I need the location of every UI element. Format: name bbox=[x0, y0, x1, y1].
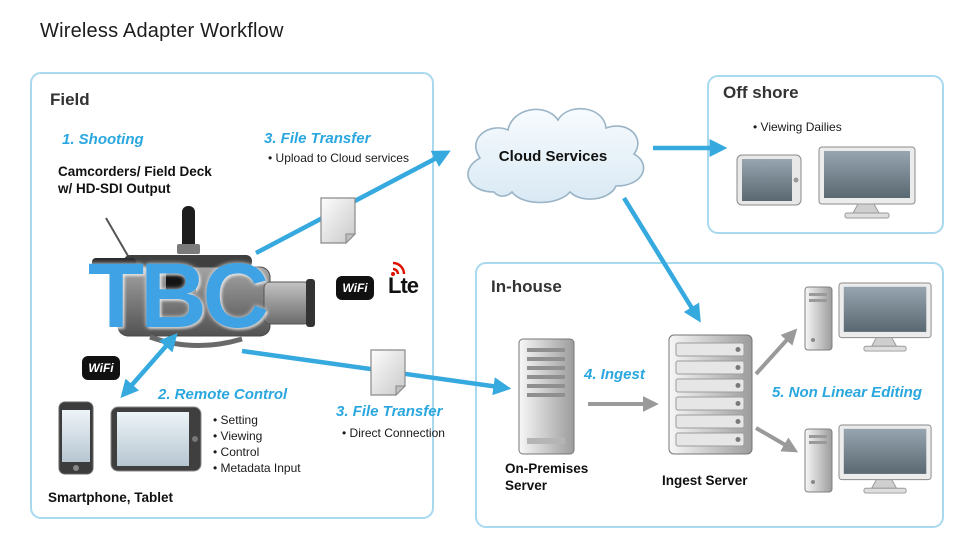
step-nle: 5. Non Linear Editing bbox=[772, 384, 923, 401]
document-icon-direct bbox=[368, 348, 408, 396]
remote-bullet-viewing: Viewing bbox=[213, 428, 301, 444]
offshore-tablet-icon bbox=[736, 154, 802, 206]
remote-bullet-metadata: Metadata Input bbox=[213, 460, 301, 476]
offshore-label: Off shore bbox=[723, 83, 799, 102]
on-premises-caption-line2: Server bbox=[505, 478, 548, 493]
lte-label: Lte bbox=[388, 273, 419, 298]
file-transfer-direct-bullet: Direct Connection bbox=[342, 426, 445, 440]
devices-caption: Smartphone, Tablet bbox=[48, 490, 174, 505]
step-shooting: 1. Shooting bbox=[62, 131, 144, 148]
camcorder-caption-line2: w/ HD-SDI Output bbox=[58, 181, 171, 196]
step-ingest: 4. Ingest bbox=[584, 366, 645, 383]
offshore-bullet: Viewing Dailies bbox=[753, 120, 842, 134]
cloud-outline bbox=[467, 107, 645, 204]
remote-bullet-control: Control bbox=[213, 444, 301, 460]
ingest-server-caption: Ingest Server bbox=[662, 473, 748, 488]
offshore-monitor-icon bbox=[818, 146, 918, 220]
wifi-icon: WiFi bbox=[336, 276, 374, 300]
workstation2-tower-icon bbox=[804, 428, 834, 494]
camcorder-caption-line1: Camcorders/ Field Deck bbox=[58, 164, 212, 179]
workstation2-monitor-icon bbox=[838, 424, 934, 495]
smartphone-icon bbox=[58, 401, 94, 475]
tablet-icon bbox=[110, 406, 202, 472]
field-label: Field bbox=[50, 90, 90, 109]
wifi-label: WiFi bbox=[342, 281, 368, 295]
step-file-transfer-direct: 3. File Transfer bbox=[336, 403, 443, 420]
inhouse-label: In-house bbox=[491, 277, 562, 296]
tbc-watermark: TBC bbox=[88, 245, 269, 347]
remote-bullet-setting: Setting bbox=[213, 412, 301, 428]
step-file-transfer-cloud: 3. File Transfer bbox=[264, 130, 371, 147]
on-premises-server-icon bbox=[518, 338, 576, 456]
cloud-label: Cloud Services bbox=[498, 148, 608, 165]
wifi-label-remote: WiFi bbox=[88, 361, 114, 375]
page-title: Wireless Adapter Workflow bbox=[40, 20, 284, 42]
camcorder-icon bbox=[92, 206, 315, 348]
workstation1-monitor-icon bbox=[838, 282, 934, 353]
file-transfer-cloud-bullet: Upload to Cloud services bbox=[268, 151, 409, 165]
workstation1-tower-icon bbox=[804, 286, 834, 352]
wifi-icon-remote: WiFi bbox=[82, 356, 120, 380]
on-premises-caption-line1: On-Premises bbox=[505, 461, 589, 476]
ingest-server-icon bbox=[668, 334, 754, 456]
document-icon-cloud bbox=[318, 196, 358, 244]
lte-waves-icon bbox=[391, 261, 406, 276]
remote-bullet-list: Setting Viewing Control Metadata Input bbox=[213, 412, 301, 476]
step-remote-control: 2. Remote Control bbox=[158, 386, 288, 403]
cloud-shape: Cloud Services bbox=[452, 96, 654, 218]
